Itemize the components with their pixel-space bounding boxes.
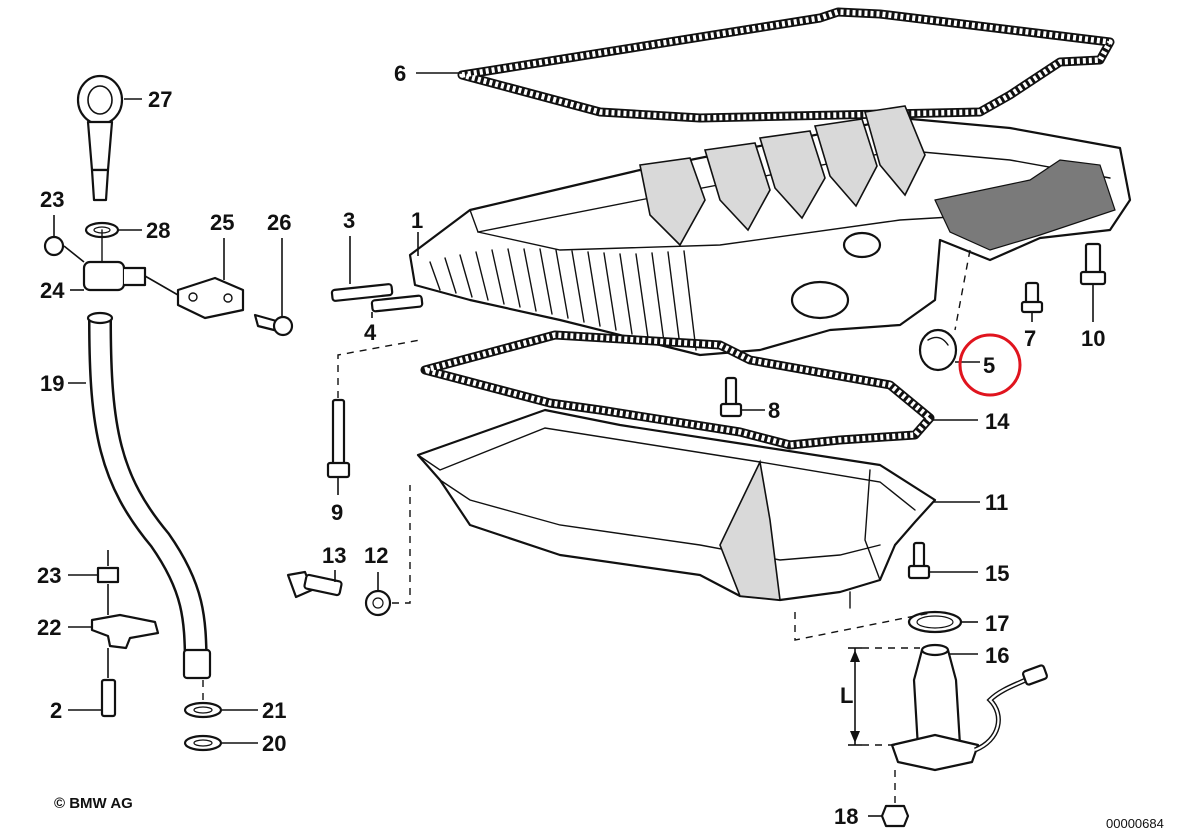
callout-4[interactable]: 4 bbox=[364, 320, 377, 345]
dimension-l: L bbox=[840, 647, 920, 746]
part-10-bolt[interactable] bbox=[1079, 242, 1107, 286]
callout-28[interactable]: 28 bbox=[146, 218, 170, 243]
callout-15[interactable]: 15 bbox=[985, 561, 1009, 586]
part-14-lower-gasket[interactable] bbox=[420, 330, 935, 450]
callout-5[interactable]: 5 bbox=[983, 353, 995, 378]
callout-16[interactable]: 16 bbox=[985, 643, 1009, 668]
callout-17[interactable]: 17 bbox=[985, 611, 1009, 636]
part-18-nut[interactable] bbox=[880, 804, 910, 828]
part-5-plug[interactable] bbox=[918, 328, 958, 372]
callout-12[interactable]: 12 bbox=[364, 543, 388, 568]
callout-19[interactable]: 19 bbox=[40, 371, 64, 396]
callout-20[interactable]: 20 bbox=[262, 731, 286, 756]
callout-18[interactable]: 18 bbox=[834, 804, 858, 829]
part-13-drain-plug[interactable] bbox=[286, 570, 343, 599]
callout-1[interactable]: 1 bbox=[411, 208, 423, 233]
part-19-dipstick-tube[interactable] bbox=[86, 311, 212, 680]
part-9-long-bolt[interactable] bbox=[326, 398, 351, 479]
part-17-seal-ring[interactable] bbox=[907, 610, 963, 634]
dimension-label: L bbox=[840, 683, 853, 708]
callout-14[interactable]: 14 bbox=[985, 409, 1010, 434]
part-8-bolt[interactable] bbox=[719, 376, 743, 418]
callout-2[interactable]: 2 bbox=[50, 698, 62, 723]
part-7-bolt[interactable] bbox=[1020, 281, 1044, 314]
part-23-lower-nut[interactable] bbox=[96, 566, 120, 584]
part-11-lower-oil-pan[interactable] bbox=[416, 408, 937, 609]
part-21-washer[interactable] bbox=[183, 701, 223, 719]
callout-24[interactable]: 24 bbox=[40, 278, 65, 303]
part-12-washer[interactable] bbox=[364, 589, 392, 617]
callout-6[interactable]: 6 bbox=[394, 61, 406, 86]
copyright-notice: © BMW AG bbox=[54, 795, 133, 812]
callout-23-upper[interactable]: 23 bbox=[40, 187, 64, 212]
callout-3[interactable]: 3 bbox=[343, 208, 355, 233]
callout-9[interactable]: 9 bbox=[331, 500, 343, 525]
callout-25[interactable]: 25 bbox=[210, 210, 234, 235]
callout-27[interactable]: 27 bbox=[148, 87, 172, 112]
part-3-stud[interactable] bbox=[330, 283, 394, 302]
part-6-upper-gasket[interactable] bbox=[457, 7, 1115, 123]
part-4-stud[interactable] bbox=[370, 294, 424, 313]
part-27-dipstick-handle[interactable] bbox=[76, 74, 124, 202]
highlight-circle-part-5 bbox=[958, 333, 1022, 397]
callout-22[interactable]: 22 bbox=[37, 615, 61, 640]
part-26-bolt[interactable] bbox=[253, 313, 294, 337]
callout-11[interactable]: 11 bbox=[985, 490, 1008, 515]
callout-21[interactable]: 21 bbox=[262, 698, 286, 723]
drawing-number: 00000684 bbox=[1106, 816, 1164, 831]
callout-13[interactable]: 13 bbox=[322, 543, 346, 568]
part-15-bolt[interactable] bbox=[907, 541, 931, 580]
callout-23-lower[interactable]: 23 bbox=[37, 563, 61, 588]
part-25-bracket[interactable] bbox=[176, 276, 245, 320]
part-2-stud[interactable] bbox=[100, 678, 117, 718]
part-24-tube-bracket[interactable] bbox=[82, 229, 147, 292]
leader-lines bbox=[53, 72, 1094, 817]
callout-7[interactable]: 7 bbox=[1024, 326, 1036, 351]
part-16-oil-level-sensor[interactable] bbox=[890, 643, 1048, 772]
part-20-washer[interactable] bbox=[183, 734, 223, 752]
part-1-upper-oil-pan[interactable] bbox=[408, 105, 1132, 357]
callout-10[interactable]: 10 bbox=[1081, 326, 1105, 351]
callout-8[interactable]: 8 bbox=[768, 398, 780, 423]
part-22-bracket[interactable] bbox=[90, 613, 160, 650]
part-23-upper-nut[interactable] bbox=[43, 235, 65, 257]
callout-26[interactable]: 26 bbox=[267, 210, 291, 235]
callout-numbers: 6 27 23 25 26 3 1 28 10 24 7 4 5 19 8 14… bbox=[37, 61, 1105, 829]
